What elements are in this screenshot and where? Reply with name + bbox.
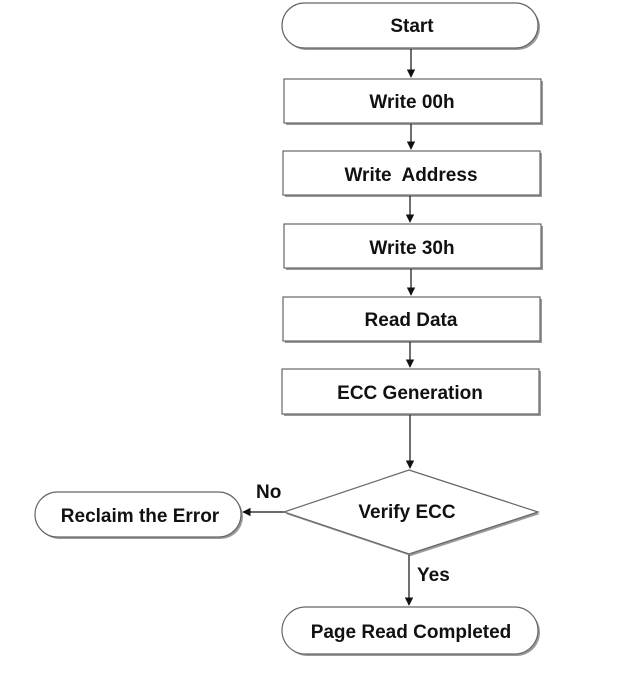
write-30h-label: Write 30h [369, 238, 454, 259]
reclaim-error-label: Reclaim the Error [61, 506, 220, 527]
write-00h-node: Write 00h [283, 78, 543, 125]
reclaim-error-node: Reclaim the Error [34, 491, 243, 539]
start-label: Start [390, 16, 434, 37]
ecc-generation-label: ECC Generation [337, 383, 483, 404]
yes-label: Yes [417, 565, 450, 586]
read-data-node: Read Data [282, 296, 542, 343]
verify-ecc-label: Verify ECC [358, 502, 455, 523]
start-node: Start [281, 2, 540, 50]
ecc-generation-node: ECC Generation [281, 368, 541, 416]
write-30h-node: Write 30h [283, 223, 543, 270]
read-data-label: Read Data [365, 310, 458, 331]
write-address-label: Write Address [344, 165, 477, 186]
page-read-completed-label: Page Read Completed [311, 622, 512, 643]
verify-ecc-node: Verify ECC [282, 469, 540, 556]
page-read-completed-node: Page Read Completed [281, 606, 540, 656]
write-00h-label: Write 00h [369, 92, 454, 113]
no-label: No [256, 482, 281, 503]
write-address-node: Write Address [282, 150, 542, 197]
